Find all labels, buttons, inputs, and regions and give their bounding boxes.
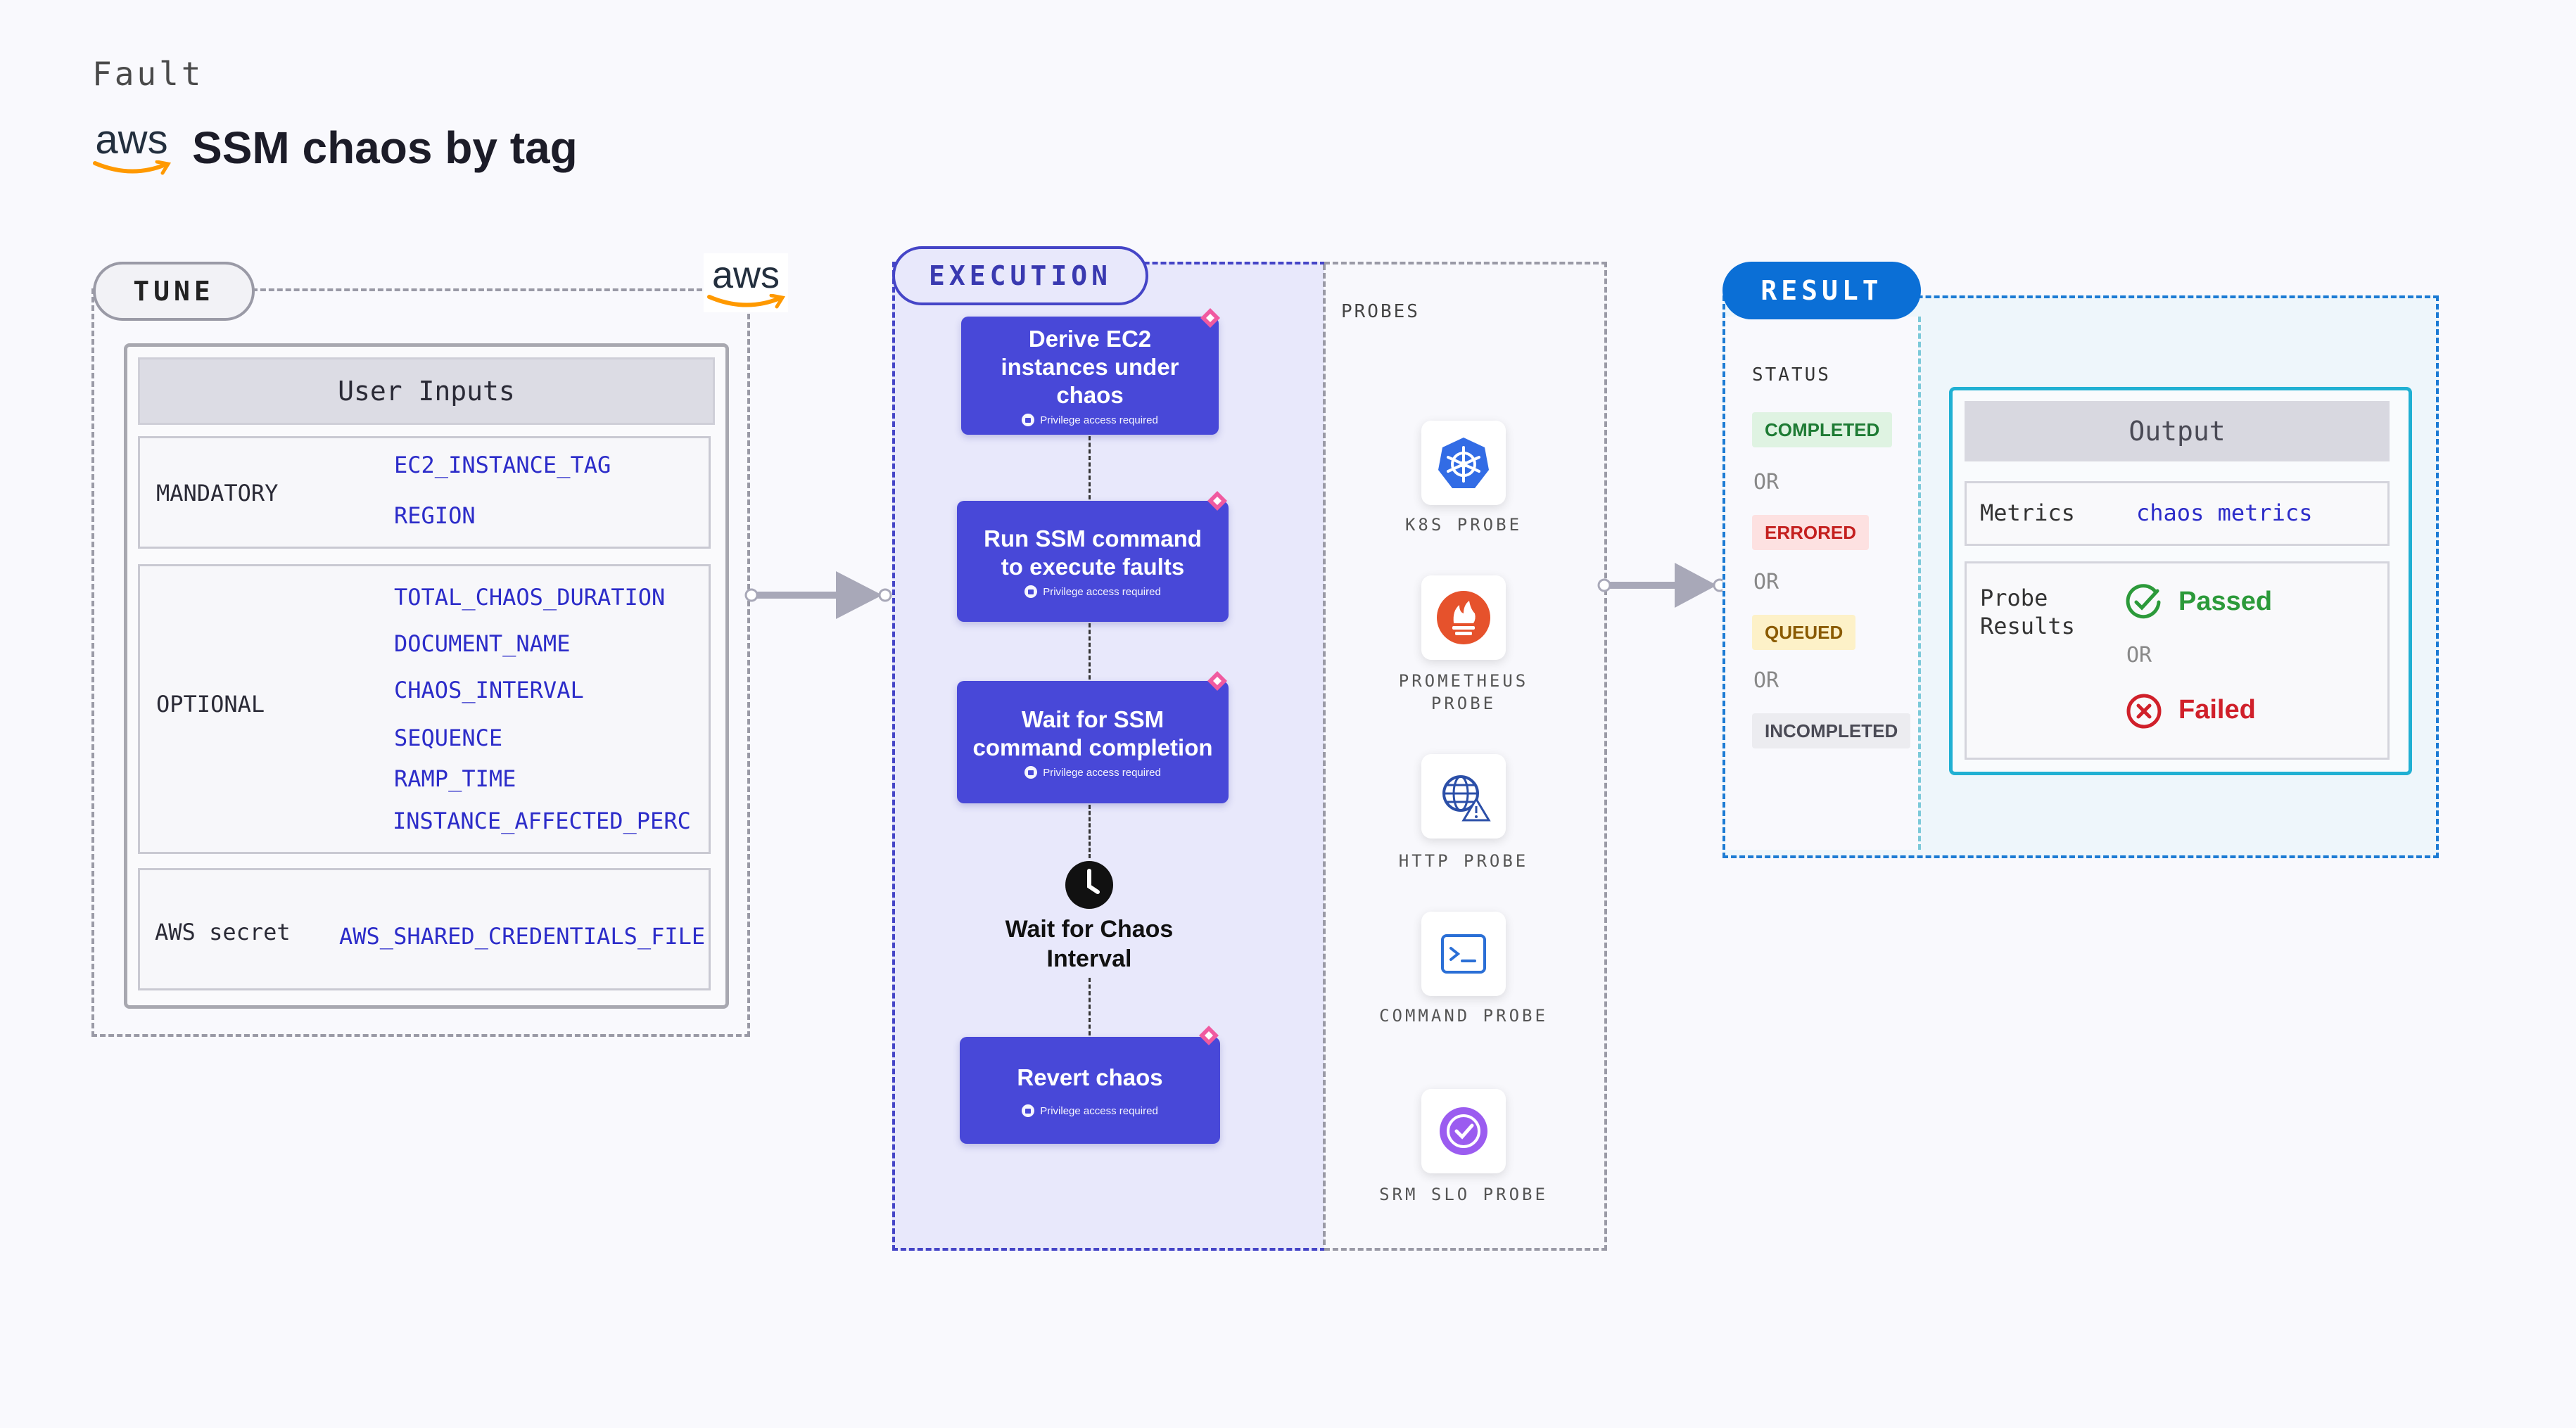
connector-line	[1089, 623, 1091, 680]
or-label: OR	[1753, 470, 1779, 495]
metrics-label: Metrics	[1980, 499, 2075, 526]
param-total-chaos-duration: TOTAL_CHAOS_DURATION	[394, 584, 666, 611]
param-ec2-instance-tag: EC2_INSTANCE_TAG	[394, 452, 611, 478]
check-circle-icon	[2126, 584, 2161, 619]
k8s-probe-card	[1421, 421, 1506, 505]
step-title: Run SSM command to execute faults	[984, 525, 1202, 580]
or-label: OR	[1753, 570, 1779, 594]
aws-smile-icon	[707, 294, 785, 309]
chaos-badge-icon	[1200, 308, 1220, 328]
x-circle-icon	[2126, 694, 2162, 729]
command-probe-label: COMMAND PROBE	[1379, 1006, 1548, 1026]
tune-aws-logo: aws	[704, 253, 788, 312]
failed-label: Failed	[2178, 695, 2256, 725]
execution-pill: EXECUTION	[892, 246, 1148, 305]
clock-icon	[1065, 861, 1113, 909]
execution-to-result-arrow	[1597, 563, 1727, 608]
tune-to-execution-arrow	[744, 571, 892, 619]
step-run-ssm-command: Run SSM command to execute faults Privil…	[957, 501, 1229, 622]
status-badge-queued: QUEUED	[1752, 615, 1856, 650]
command-probe-card	[1421, 912, 1506, 996]
lock-icon	[1022, 414, 1035, 426]
aws-secret-label: AWS secret	[155, 919, 291, 945]
probe-results-label: Probe Results	[1980, 585, 2075, 639]
step-derive-ec2-instances: Derive EC2 instances under chaos Privile…	[961, 317, 1219, 435]
metrics-value: chaos metrics	[2136, 499, 2313, 526]
or-label: OR	[1753, 668, 1779, 693]
chaos-badge-icon	[1207, 491, 1227, 511]
status-badge-completed: COMPLETED	[1752, 412, 1893, 447]
aws-logo-text: aws	[711, 254, 780, 296]
or-label: OR	[2126, 643, 2152, 668]
step-title: Derive EC2 instances under chaos	[1001, 326, 1179, 408]
prometheus-icon	[1437, 591, 1490, 644]
page-title: SSM chaos by tag	[192, 122, 578, 173]
mandatory-label: MANDATORY	[156, 480, 279, 506]
optional-label: OPTIONAL	[156, 691, 265, 718]
lock-icon	[1024, 585, 1038, 598]
connector-line	[1089, 436, 1091, 499]
wait-chaos-interval-label: Wait for Chaos Interval	[1005, 916, 1174, 972]
step-privilege-note: Privilege access required	[1022, 414, 1158, 426]
user-inputs-title: User Inputs	[138, 357, 715, 425]
fault-label: Fault	[92, 55, 204, 93]
lock-icon	[1022, 1104, 1035, 1117]
param-region: REGION	[394, 502, 476, 529]
prometheus-probe-label: PROMETHEUS PROBE	[1398, 671, 1529, 713]
srm-slo-probe-card	[1421, 1089, 1506, 1173]
kubernetes-icon	[1438, 438, 1489, 488]
result-pill: RESULT	[1722, 262, 1921, 319]
http-globe-icon	[1442, 775, 1491, 822]
title-row: aws SSM chaos by tag	[92, 120, 578, 176]
status-label: STATUS	[1752, 364, 1831, 385]
chaos-badge-icon	[1199, 1026, 1219, 1045]
step-title: Wait for SSM command completion	[972, 706, 1213, 760]
tune-container	[91, 288, 750, 1037]
srm-slo-icon	[1440, 1107, 1487, 1155]
prometheus-probe-card	[1421, 575, 1506, 660]
status-badge-incompleted: INCOMPLETED	[1752, 713, 1911, 748]
aws-logo-text: aws	[95, 117, 168, 162]
http-probe-label: HTTP PROBE	[1398, 851, 1529, 871]
terminal-icon	[1441, 934, 1486, 974]
optional-section	[138, 564, 711, 854]
param-aws-shared-credentials-file: AWS_SHARED_CREDENTIALS_FILE	[339, 923, 706, 950]
connector-line	[1089, 805, 1091, 858]
step-privilege-note: Privilege access required	[1024, 585, 1161, 598]
step-privilege-note: Privilege access required	[1024, 766, 1161, 779]
step-privilege-note: Privilege access required	[1022, 1104, 1158, 1117]
param-chaos-interval: CHAOS_INTERVAL	[394, 677, 584, 703]
param-ramp-time: RAMP_TIME	[394, 765, 516, 792]
lock-icon	[1024, 766, 1038, 779]
param-instance-affected-perc: INSTANCE_AFFECTED_PERC	[393, 808, 691, 834]
step-title: Revert chaos	[1017, 1064, 1163, 1090]
aws-logo: aws	[92, 120, 171, 176]
step-wait-ssm-completion: Wait for SSM command completion Privileg…	[957, 681, 1229, 803]
tune-pill: TUNE	[93, 262, 255, 321]
aws-smile-icon	[93, 160, 171, 175]
tune-top-border	[252, 288, 702, 291]
output-title: Output	[1965, 401, 2390, 461]
http-probe-card	[1421, 754, 1506, 839]
probes-divider	[1323, 264, 1326, 1245]
passed-label: Passed	[2178, 587, 2273, 616]
metrics-row	[1965, 481, 2390, 546]
param-sequence: SEQUENCE	[394, 725, 503, 751]
aws-secret-section	[138, 868, 711, 990]
chaos-badge-icon	[1207, 671, 1227, 691]
probe-results-row	[1965, 561, 2390, 760]
status-column	[1725, 317, 1921, 850]
param-document-name: DOCUMENT_NAME	[394, 630, 571, 657]
mandatory-section	[138, 436, 711, 549]
status-badge-errored: ERRORED	[1752, 515, 1870, 550]
srm-slo-probe-label: SRM SLO PROBE	[1379, 1185, 1548, 1204]
connector-line	[1089, 978, 1091, 1035]
probes-label: PROBES	[1341, 301, 1420, 322]
step-revert-chaos: Revert chaos Privilege access required	[960, 1037, 1220, 1144]
k8s-probe-label: K8S PROBE	[1404, 515, 1523, 535]
